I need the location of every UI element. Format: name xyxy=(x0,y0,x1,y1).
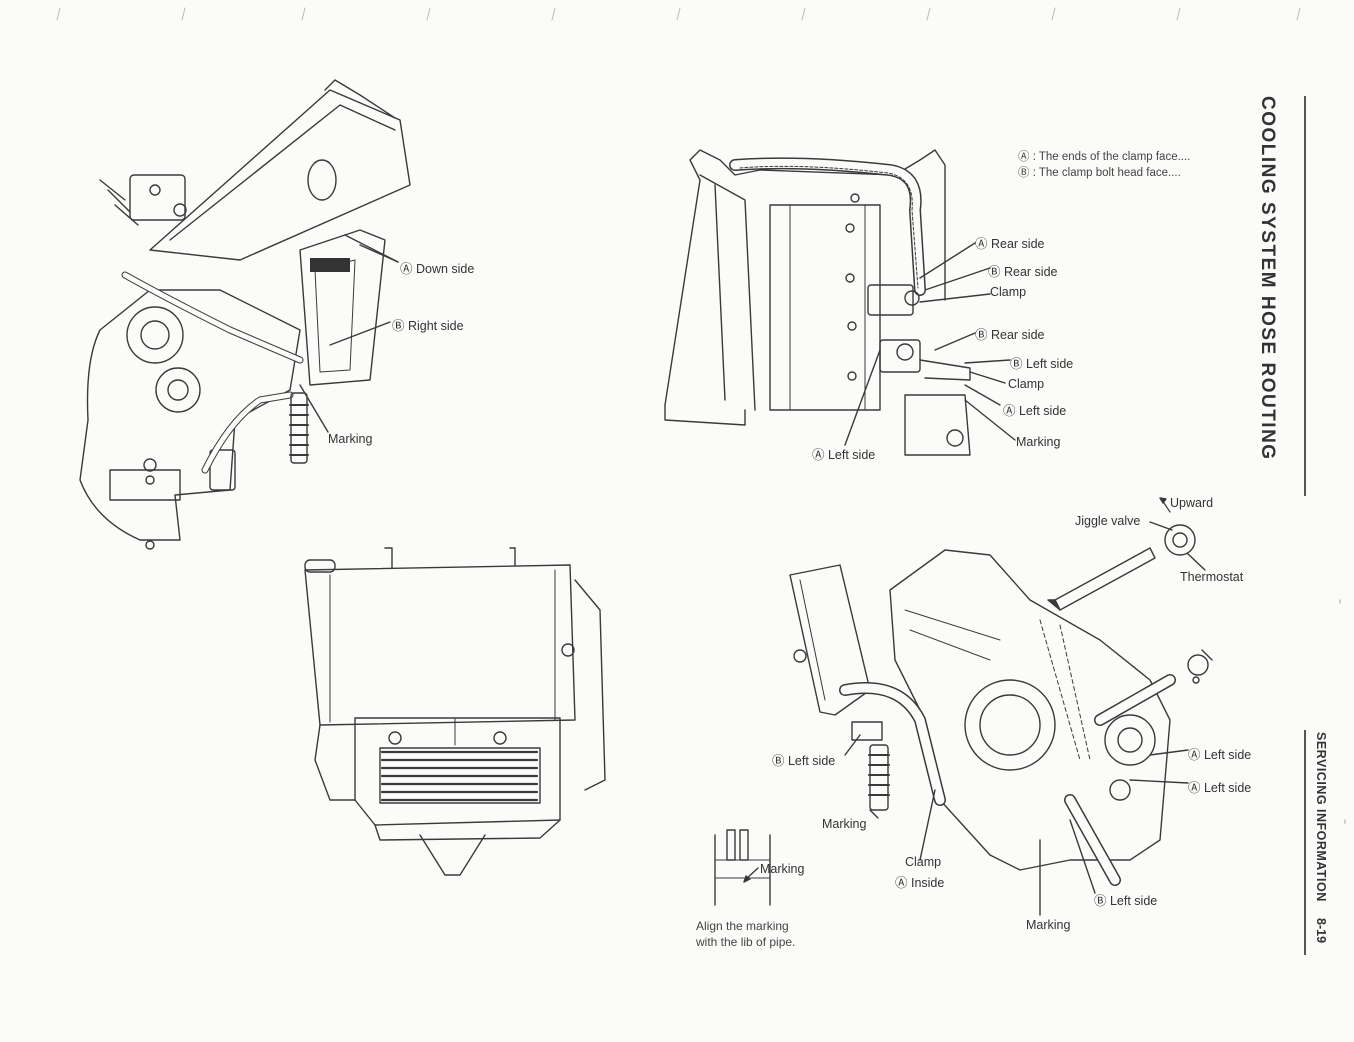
label-rear-side-a: Ⓐ Rear side xyxy=(975,237,1045,251)
figure-engine-side xyxy=(789,497,1213,916)
label-clamp-engine: Clamp xyxy=(905,855,942,869)
label-left-side-a-engine: Ⓐ Left side xyxy=(1188,748,1252,762)
alignment-note: Align the marking with the lib of pipe. xyxy=(696,918,795,950)
label-right-side: Ⓑ Right side xyxy=(392,319,464,333)
label-left-side-a-engine-2: Ⓐ Left side xyxy=(1188,781,1252,795)
label-left-side-b: Ⓑ Left side xyxy=(1010,357,1074,371)
label-rear-side-b-2: Ⓑ Rear side xyxy=(975,328,1045,342)
label-down-side: Ⓐ Down side xyxy=(400,262,475,276)
legend-b: Ⓑ : The clamp bolt head face.... xyxy=(1018,167,1181,179)
alignment-note-line2: with the lib of pipe. xyxy=(696,935,796,949)
page-number: 8-19 xyxy=(1314,918,1328,944)
scan-marks xyxy=(56,7,1301,21)
detail-marking-alignment xyxy=(714,829,771,906)
alignment-note-line1: Align the marking xyxy=(696,919,789,933)
label-rear-side-b: Ⓑ Rear side xyxy=(988,265,1058,279)
figure-radiator-rear xyxy=(664,149,1016,456)
section-title: SERVICING INFORMATION xyxy=(1314,732,1328,902)
page-title: COOLING SYSTEM HOSE ROUTING xyxy=(1257,96,1278,461)
clamp-legend: Ⓐ : The ends of the clamp face.... Ⓑ : T… xyxy=(1018,149,1190,181)
label-marking-engine-2: Marking xyxy=(1026,918,1071,932)
legend-a: Ⓐ : The ends of the clamp face.... xyxy=(1018,151,1191,163)
label-left-side-a: Ⓐ Left side xyxy=(1003,404,1067,418)
label-marking-2: Marking xyxy=(1016,435,1061,449)
label-left-side-b-engine-2: Ⓑ Left side xyxy=(1094,894,1158,908)
title-rule xyxy=(1304,96,1306,496)
label-marking: Marking xyxy=(328,432,373,446)
label-clamp: Clamp xyxy=(990,285,1027,299)
label-left-side-b-engine: Ⓑ Left side xyxy=(772,754,836,768)
label-inside: Ⓐ Inside xyxy=(895,876,945,890)
section-rule xyxy=(1304,730,1306,955)
figure-engine-side-frame xyxy=(79,79,411,550)
label-left-side-a-bottom: Ⓐ Left side xyxy=(812,448,876,462)
label-upward: Upward xyxy=(1170,496,1214,510)
label-marking-engine: Marking xyxy=(822,817,867,831)
label-thermostat: Thermostat xyxy=(1180,570,1244,584)
label-clamp-2: Clamp xyxy=(1008,377,1045,391)
label-marking-detail: Marking xyxy=(760,862,805,876)
label-jiggle-valve: Jiggle valve xyxy=(1075,514,1141,528)
figure-radiator-front xyxy=(304,547,606,876)
